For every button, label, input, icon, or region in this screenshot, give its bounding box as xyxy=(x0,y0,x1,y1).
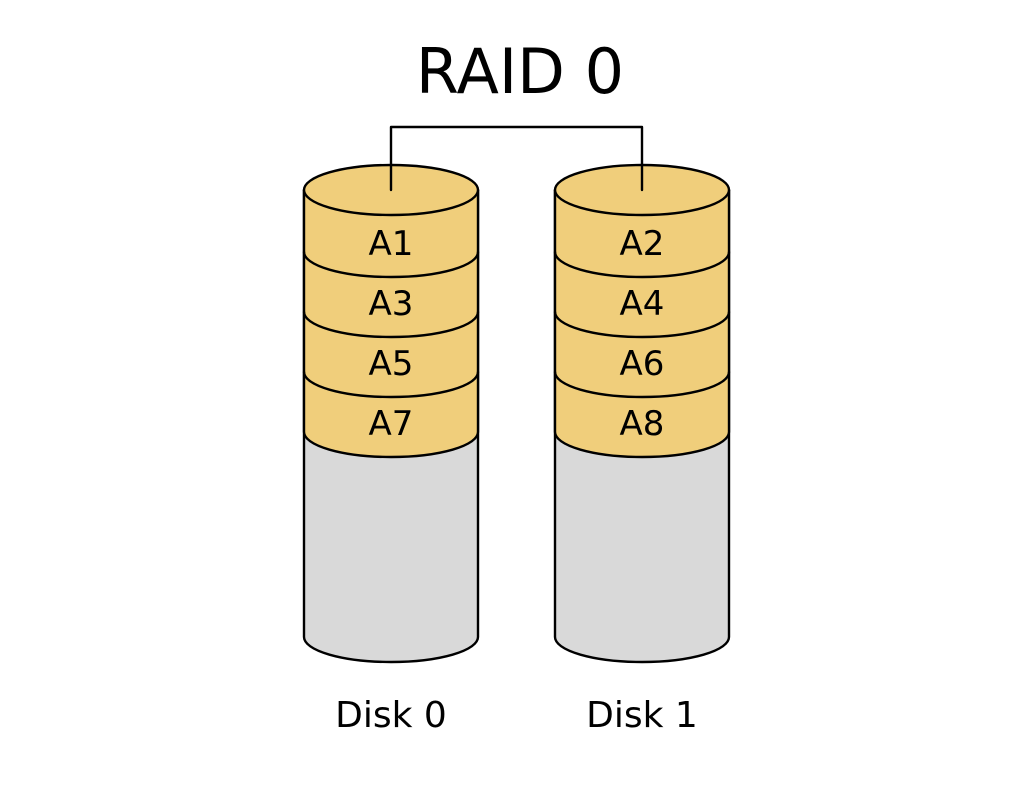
block-label: A3 xyxy=(369,284,414,324)
disk-0-block-separator xyxy=(302,310,480,339)
disk-1-label: Disk 1 xyxy=(586,695,698,736)
block-label: A6 xyxy=(620,344,665,384)
block-label: A8 xyxy=(620,404,665,444)
block-label: A1 xyxy=(369,224,414,264)
block-label: A2 xyxy=(620,224,665,264)
disk-0-used-region xyxy=(302,188,480,459)
disk-0-block-separator xyxy=(302,250,480,279)
disk-1-block-separator xyxy=(553,310,731,339)
block-label: A7 xyxy=(369,404,414,444)
disk-1-block-separator xyxy=(553,370,731,399)
disk-1-cylinder: A2 A4 A6 A8 xyxy=(553,163,731,664)
disk-0-label: Disk 0 xyxy=(335,695,447,736)
disk-1-block-separator xyxy=(553,250,731,279)
disk-0-block-separator xyxy=(302,370,480,399)
disk-1-used-region xyxy=(553,188,731,459)
page-title: RAID 0 xyxy=(416,35,624,108)
disk-connector-line xyxy=(389,125,644,192)
disk-0-cylinder: A1 A3 A5 A7 xyxy=(302,163,480,664)
block-label: A5 xyxy=(369,344,414,384)
block-label: A4 xyxy=(620,284,665,324)
